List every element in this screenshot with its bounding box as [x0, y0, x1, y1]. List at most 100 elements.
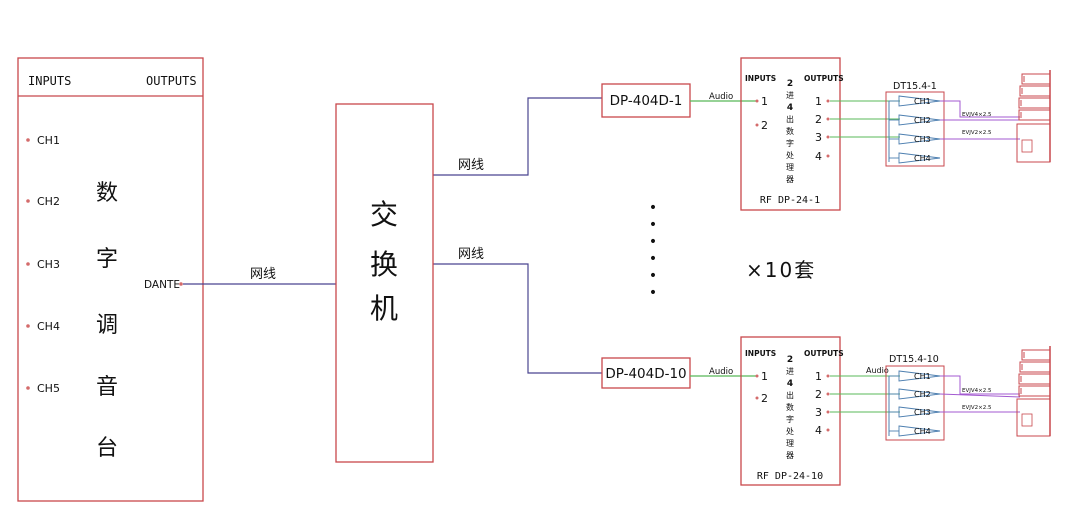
mixing-console: INPUTS OUTPUTS CH1 CH2 CH3 CH4 CH5 数 字 调…	[17, 57, 204, 502]
speaker-cable	[940, 100, 1020, 118]
processor-description: 2 进 4 出 数 字 处 理 器	[786, 355, 794, 460]
unit-10: DP-404D-10 Audio INPUTS OUTPUTS 1 2 1 2 …	[601, 336, 1051, 486]
processor-desc-char: 理	[786, 163, 794, 172]
dsp-box	[601, 357, 691, 389]
dsp-label: DP-404D-1	[610, 93, 683, 109]
processor-box	[740, 336, 841, 486]
processor-desc-char: 器	[786, 175, 794, 184]
switch-title-char: 换	[370, 248, 398, 281]
console-title-char: 调	[96, 313, 118, 338]
dante-port-label: DANTE	[144, 279, 180, 291]
speaker-cables: EVJV4×2.5 EVJV2×2.5	[939, 375, 1021, 413]
switch-box	[335, 103, 434, 463]
speaker-detail	[1021, 139, 1033, 153]
ellipsis-dot: •	[649, 234, 657, 250]
speaker-cabinet	[1019, 361, 1051, 373]
processor-output-label: 4	[815, 150, 822, 163]
console-channel-label: CH3	[37, 258, 60, 271]
processor-desc-char: 2	[787, 355, 793, 365]
console-channel-label: CH5	[37, 382, 60, 395]
processor-to-amp-lines	[830, 375, 900, 413]
amp-channels: CH1 CH2 CH3 CH4	[889, 95, 941, 164]
amp-audio-label: Audio	[866, 366, 889, 375]
amp-channel-label: CH3	[914, 135, 931, 144]
processor-to-amp-lines	[830, 100, 900, 138]
amp-channel-label: CH2	[914, 390, 931, 399]
console-channel-label: CH2	[37, 195, 60, 208]
processor-output-label: 4	[815, 424, 822, 437]
processor-model-label: RF DP-24-1	[760, 195, 820, 206]
amp-channel-label: CH1	[914, 372, 931, 381]
processor-output-pin	[826, 410, 830, 414]
speaker-cabinet	[1018, 109, 1051, 121]
console-title-char: 字	[96, 247, 118, 272]
processor-desc-char: 进	[786, 367, 794, 376]
console-channel-pin	[26, 386, 30, 390]
speaker-cable	[940, 375, 1020, 395]
console-outputs-label: OUTPUTS	[146, 74, 197, 88]
dsp-label: DP-404D-10	[605, 366, 686, 382]
console-box	[17, 57, 204, 502]
console-title-char: 台	[96, 436, 118, 461]
console-channel-label: CH4	[37, 320, 60, 333]
amp-channels: CH1 CH2 CH3 CH4	[889, 370, 941, 437]
speaker-subwoofer	[1016, 398, 1051, 437]
processor-box	[740, 57, 841, 211]
processor-output-label: 1	[815, 370, 822, 383]
audio-link-label: Audio	[709, 92, 733, 102]
amplifier: DT15.4-10 CH1 CH2 CH3 CH4	[885, 354, 945, 441]
processor-desc-char: 数	[786, 126, 794, 136]
console-title: 数 字 调 音 台	[96, 181, 118, 461]
console-channel-pin	[26, 262, 30, 266]
processor-description: 2 进 4 出 数 字 处 理 器	[786, 79, 794, 184]
speaker-cabinet	[1021, 349, 1051, 361]
amplifier-box	[885, 91, 945, 167]
processor-output-label: 1	[815, 95, 822, 108]
processor-outputs-label: OUTPUTS	[804, 349, 844, 358]
processor-desc-char: 数	[786, 402, 794, 412]
speaker-cabinet	[1018, 373, 1051, 385]
processor-output-label: 2	[815, 113, 822, 126]
processor-input-pin	[755, 374, 759, 378]
processor-desc-char: 出	[786, 390, 794, 400]
amp-channel-label: CH3	[914, 408, 931, 417]
network-switch: 交 换 机	[335, 103, 434, 463]
cable-label: 网线	[250, 267, 276, 282]
speaker-cabinet	[1018, 97, 1051, 109]
console-channel-label: CH1	[37, 134, 60, 147]
amp-channel-label: CH1	[914, 97, 931, 106]
amplifier-title: DT15.4-10	[889, 354, 939, 365]
processor-desc-char: 字	[786, 414, 794, 424]
set-multiplier-label: ×10套	[746, 258, 816, 282]
ellipsis-dot: •	[649, 268, 657, 284]
processor-model-label: RF DP-24-10	[757, 471, 823, 482]
console-channel-pin	[26, 199, 30, 203]
processor-desc-char: 处	[786, 426, 794, 436]
console-channel-pin	[26, 138, 30, 142]
switch-title-char: 机	[370, 292, 398, 325]
processor-outputs-label: OUTPUTS	[804, 74, 844, 83]
audio-link-label: Audio	[709, 367, 733, 377]
switch-to-dsp10-cable	[433, 263, 602, 374]
processor-input-label: 1	[761, 95, 768, 108]
amplifier-box	[885, 365, 945, 441]
amplifier: DT15.4-1 CH1 CH2 CH3 CH4	[885, 81, 945, 167]
switch-title-char: 交	[370, 198, 398, 231]
processor-output-label: 2	[815, 388, 822, 401]
dante-port-pin	[179, 282, 183, 286]
cable-label: 网线	[458, 247, 484, 262]
speaker-subwoofer	[1016, 123, 1051, 163]
processor-desc-char: 2	[787, 79, 793, 89]
processor-inputs-label: INPUTS	[745, 74, 776, 83]
processor-inputs-label: INPUTS	[745, 349, 776, 358]
line-array-speaker-icon	[1016, 70, 1051, 163]
processor-input-pin	[755, 99, 759, 103]
ellipsis-dot: •	[649, 285, 657, 301]
processor-desc-char: 字	[786, 138, 794, 148]
processor-output-pin	[826, 392, 830, 396]
speaker-cable-label: EVJV2×2.5	[962, 405, 992, 411]
amplifier-title: DT15.4-1	[893, 81, 937, 92]
console-inputs-label: INPUTS	[28, 74, 71, 88]
processor-input-label: 2	[761, 392, 768, 405]
